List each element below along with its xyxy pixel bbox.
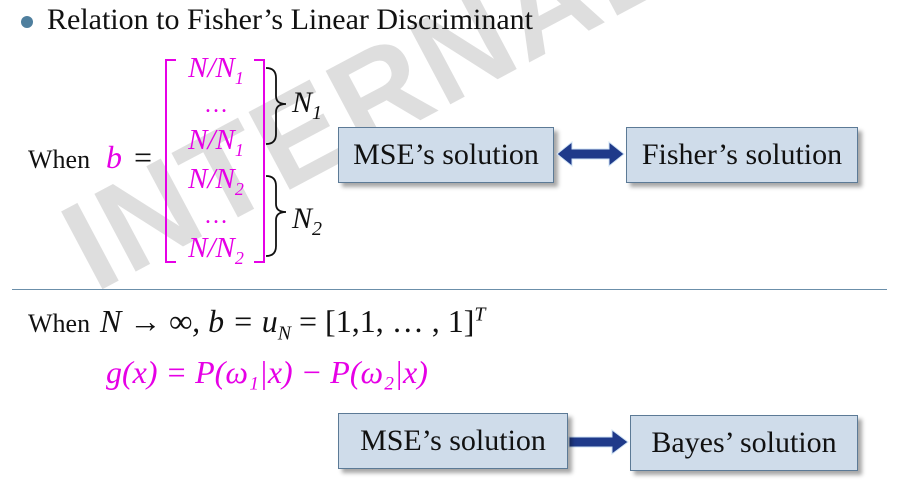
when-label-1: When (28, 145, 91, 174)
vector-ellipsis: … (204, 92, 228, 118)
mse-solution-box-1: MSE’s solution (338, 127, 554, 183)
bullet-icon (21, 16, 33, 28)
vector-ellipsis: … (204, 203, 228, 229)
vector-entry: N/N2 (188, 232, 244, 268)
section-divider (12, 289, 887, 290)
matrix-right-bracket (254, 59, 265, 263)
g-formula: g(x) = P(ω₁|x) − P(ω₂|x) (106, 354, 428, 390)
vector-entry: N/N1 (188, 124, 244, 160)
equals-sign: = (134, 139, 153, 175)
right-arrow-icon (568, 429, 629, 455)
matrix-left-bracket (165, 59, 176, 263)
slide-heading: Relation to Fisher’s Linear Discriminant (47, 3, 534, 36)
when-label-2: When (28, 309, 91, 338)
limit-formula: N → ∞, b = uN = [1,1, … , 1]T (100, 303, 486, 345)
mse-solution-box-2: MSE’s solution (338, 413, 568, 469)
fisher-solution-box: Fisher’s solution (626, 127, 858, 183)
brace-label-n2: N2 (292, 202, 323, 240)
vector-entry: N/N1 (188, 52, 244, 88)
brace-label-n1: N1 (292, 86, 323, 124)
b-symbol: b (106, 139, 122, 175)
double-arrow-icon (556, 140, 625, 168)
brace-n2-icon (265, 175, 287, 257)
bayes-solution-box: Bayes’ solution (630, 415, 858, 471)
vector-entry: N/N2 (188, 163, 244, 199)
brace-n1-icon (265, 67, 287, 145)
